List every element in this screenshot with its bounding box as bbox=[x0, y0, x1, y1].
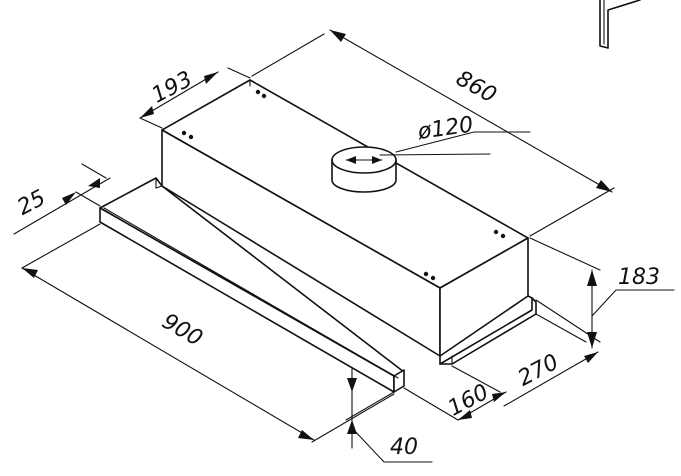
dim-270: 270 bbox=[503, 313, 599, 407]
dim-40: 40 bbox=[345, 367, 433, 463]
mount-hole bbox=[188, 134, 194, 140]
dim-25: 25 bbox=[13, 163, 111, 235]
duct-collar bbox=[331, 146, 491, 193]
dim-label-40: 40 bbox=[390, 435, 418, 460]
dim-label-120: ø120 bbox=[415, 112, 474, 145]
mount-hole bbox=[181, 130, 187, 136]
dim-label-270: 270 bbox=[514, 350, 563, 392]
mount-hole bbox=[261, 93, 267, 99]
mount-hole bbox=[500, 233, 506, 239]
mount-hole bbox=[423, 271, 429, 277]
mount-hole bbox=[255, 89, 261, 95]
dim-label-860: 860 bbox=[452, 66, 501, 108]
dim-label-900: 900 bbox=[158, 309, 207, 352]
dim-183: 183 bbox=[529, 237, 675, 349]
dim-label-193: 193 bbox=[148, 67, 197, 109]
dim-120: ø120 bbox=[395, 112, 531, 153]
mount-hole bbox=[493, 229, 499, 235]
wall-bracket bbox=[599, 0, 641, 49]
dim-label-25: 25 bbox=[13, 185, 49, 220]
mount-hole bbox=[430, 275, 436, 281]
dim-160: 160 bbox=[403, 365, 507, 422]
slide-end-face bbox=[393, 369, 405, 393]
dim-label-183: 183 bbox=[618, 265, 660, 290]
hood-body bbox=[161, 79, 529, 357]
